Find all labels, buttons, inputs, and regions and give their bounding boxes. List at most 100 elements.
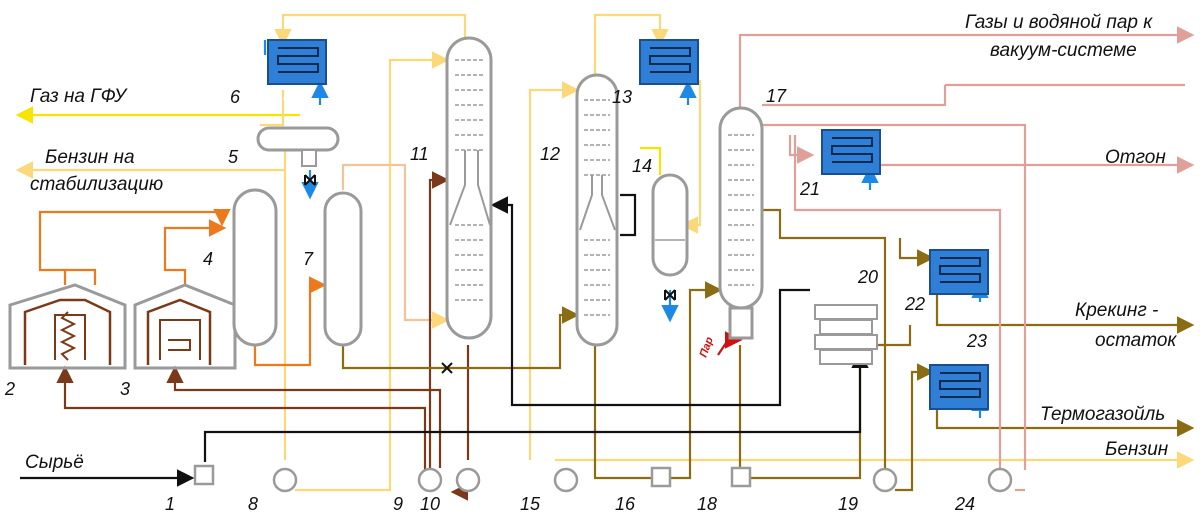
valve-14 <box>664 289 676 301</box>
furnace2-out <box>38 208 231 285</box>
equip-num-18: 18 <box>697 494 717 514</box>
brown-to-furnace3 <box>166 365 442 468</box>
equip-num-8: 8 <box>248 494 258 514</box>
olive-to-23 <box>895 363 935 492</box>
label-vacuum-2: вакуум-системе <box>990 40 1137 61</box>
label-water-22: Вода <box>945 298 973 310</box>
col12-reflux <box>528 81 580 460</box>
condenser-13 <box>639 39 699 85</box>
col12-bottom <box>593 345 660 480</box>
label-gasoline-stab-2: стабилизацию <box>30 174 163 195</box>
steam-line <box>717 331 743 356</box>
label-water-21: Вода <box>835 183 863 195</box>
label-steam: Пар <box>698 335 716 359</box>
col7-bottom <box>341 345 460 370</box>
equip-num-6: 6 <box>230 87 241 107</box>
pump-19 <box>872 467 898 493</box>
col12-black <box>620 193 637 237</box>
label-cracking-2: остаток <box>1095 330 1177 351</box>
brown-col11 <box>428 171 450 468</box>
furnace3-out <box>163 219 227 285</box>
column-11 <box>445 36 493 340</box>
col7-overhead <box>341 163 450 329</box>
label-thermogasoil: Термогазойль <box>1040 404 1165 425</box>
vessel-14 <box>651 173 689 277</box>
equip-num-3: 3 <box>120 379 130 399</box>
equip-num-5: 5 <box>228 147 239 167</box>
pump-16 <box>650 466 672 488</box>
hx20-to-col11 <box>490 196 810 407</box>
furnace-2 <box>8 283 127 370</box>
cond13-to-col17 <box>680 80 702 234</box>
col4-bottom <box>253 276 327 367</box>
equip-num-7: 7 <box>303 249 314 269</box>
brown-to-furnace2 <box>56 365 427 490</box>
equip-num-16: 16 <box>615 494 636 514</box>
furnace2-out-b <box>65 268 97 285</box>
olive-to-col12 <box>460 306 580 370</box>
equip-num-12: 12 <box>540 144 560 164</box>
olive-to-22 <box>898 238 935 267</box>
equip-num-1: 1 <box>165 494 175 514</box>
heat-exchanger-20 <box>814 304 878 365</box>
label-water-13: Вода <box>648 91 676 103</box>
pump-18 <box>730 466 752 488</box>
pink-to-21 <box>788 135 815 164</box>
equip-num-10: 10 <box>420 494 440 514</box>
equip-num-13: 13 <box>612 87 632 107</box>
pump8-out <box>295 51 450 492</box>
separator-5-boot <box>301 149 317 167</box>
label-vacuum-1: Газы и водяной пар к <box>965 12 1153 33</box>
vessel-4 <box>232 188 278 347</box>
column-12 <box>575 73 619 347</box>
condenser-6 <box>267 39 327 85</box>
pump-24 <box>987 467 1013 493</box>
equip-num-4: 4 <box>203 249 213 269</box>
label-gas-gfu: Газ на ГФУ <box>30 86 128 107</box>
label-water-6: Вода <box>283 91 311 103</box>
equip-num-15: 15 <box>520 494 541 514</box>
col12-overhead <box>593 13 669 75</box>
pink-17-top <box>762 123 1027 470</box>
olive-from-18 <box>748 350 862 480</box>
valve-main <box>441 362 453 374</box>
label-feed: Сырьё <box>25 452 84 473</box>
equip-num-14: 14 <box>632 156 652 176</box>
pump1-out <box>203 350 869 462</box>
equip-num-21: 21 <box>799 179 820 199</box>
furnace-3 <box>133 283 237 370</box>
equip-num-19: 19 <box>838 494 858 514</box>
label-cracking-1: Крекинг - <box>1075 300 1158 321</box>
equip-num-9: 9 <box>393 494 403 514</box>
label-distillate: Отгон <box>1105 147 1166 168</box>
cracking-product <box>935 292 1195 334</box>
pump-8 <box>272 467 298 493</box>
olive-col17-side <box>762 208 887 470</box>
condenser-21 <box>821 129 881 175</box>
pump-9 <box>417 467 443 493</box>
pump-1 <box>193 464 215 486</box>
separator-5 <box>256 126 340 152</box>
equip-num-17: 17 <box>766 86 787 106</box>
equip-num-11: 11 <box>410 144 429 164</box>
equip-num-23: 23 <box>966 331 987 351</box>
label-gasoline-stab-1: Бензин на <box>45 147 135 168</box>
label-water-23: Вода <box>945 411 973 423</box>
pump-10 <box>455 467 481 493</box>
condenser-23 <box>929 364 989 410</box>
cond6-to-sep5 <box>260 90 285 127</box>
condenser-22 <box>929 249 989 295</box>
label-gasoline: Бензин <box>1105 439 1169 460</box>
equip-num-20: 20 <box>857 267 878 287</box>
equip-num-2: 2 <box>4 379 15 399</box>
yellow-to-14 <box>640 146 662 175</box>
pump16-out <box>670 281 723 480</box>
olive-hx20 <box>865 325 912 347</box>
valve-5 <box>304 174 316 186</box>
column-17 <box>718 106 764 340</box>
equip-num-24: 24 <box>954 494 975 514</box>
col11-overhead <box>274 13 467 47</box>
pink-loop <box>762 85 947 107</box>
vessel-7 <box>323 191 363 347</box>
